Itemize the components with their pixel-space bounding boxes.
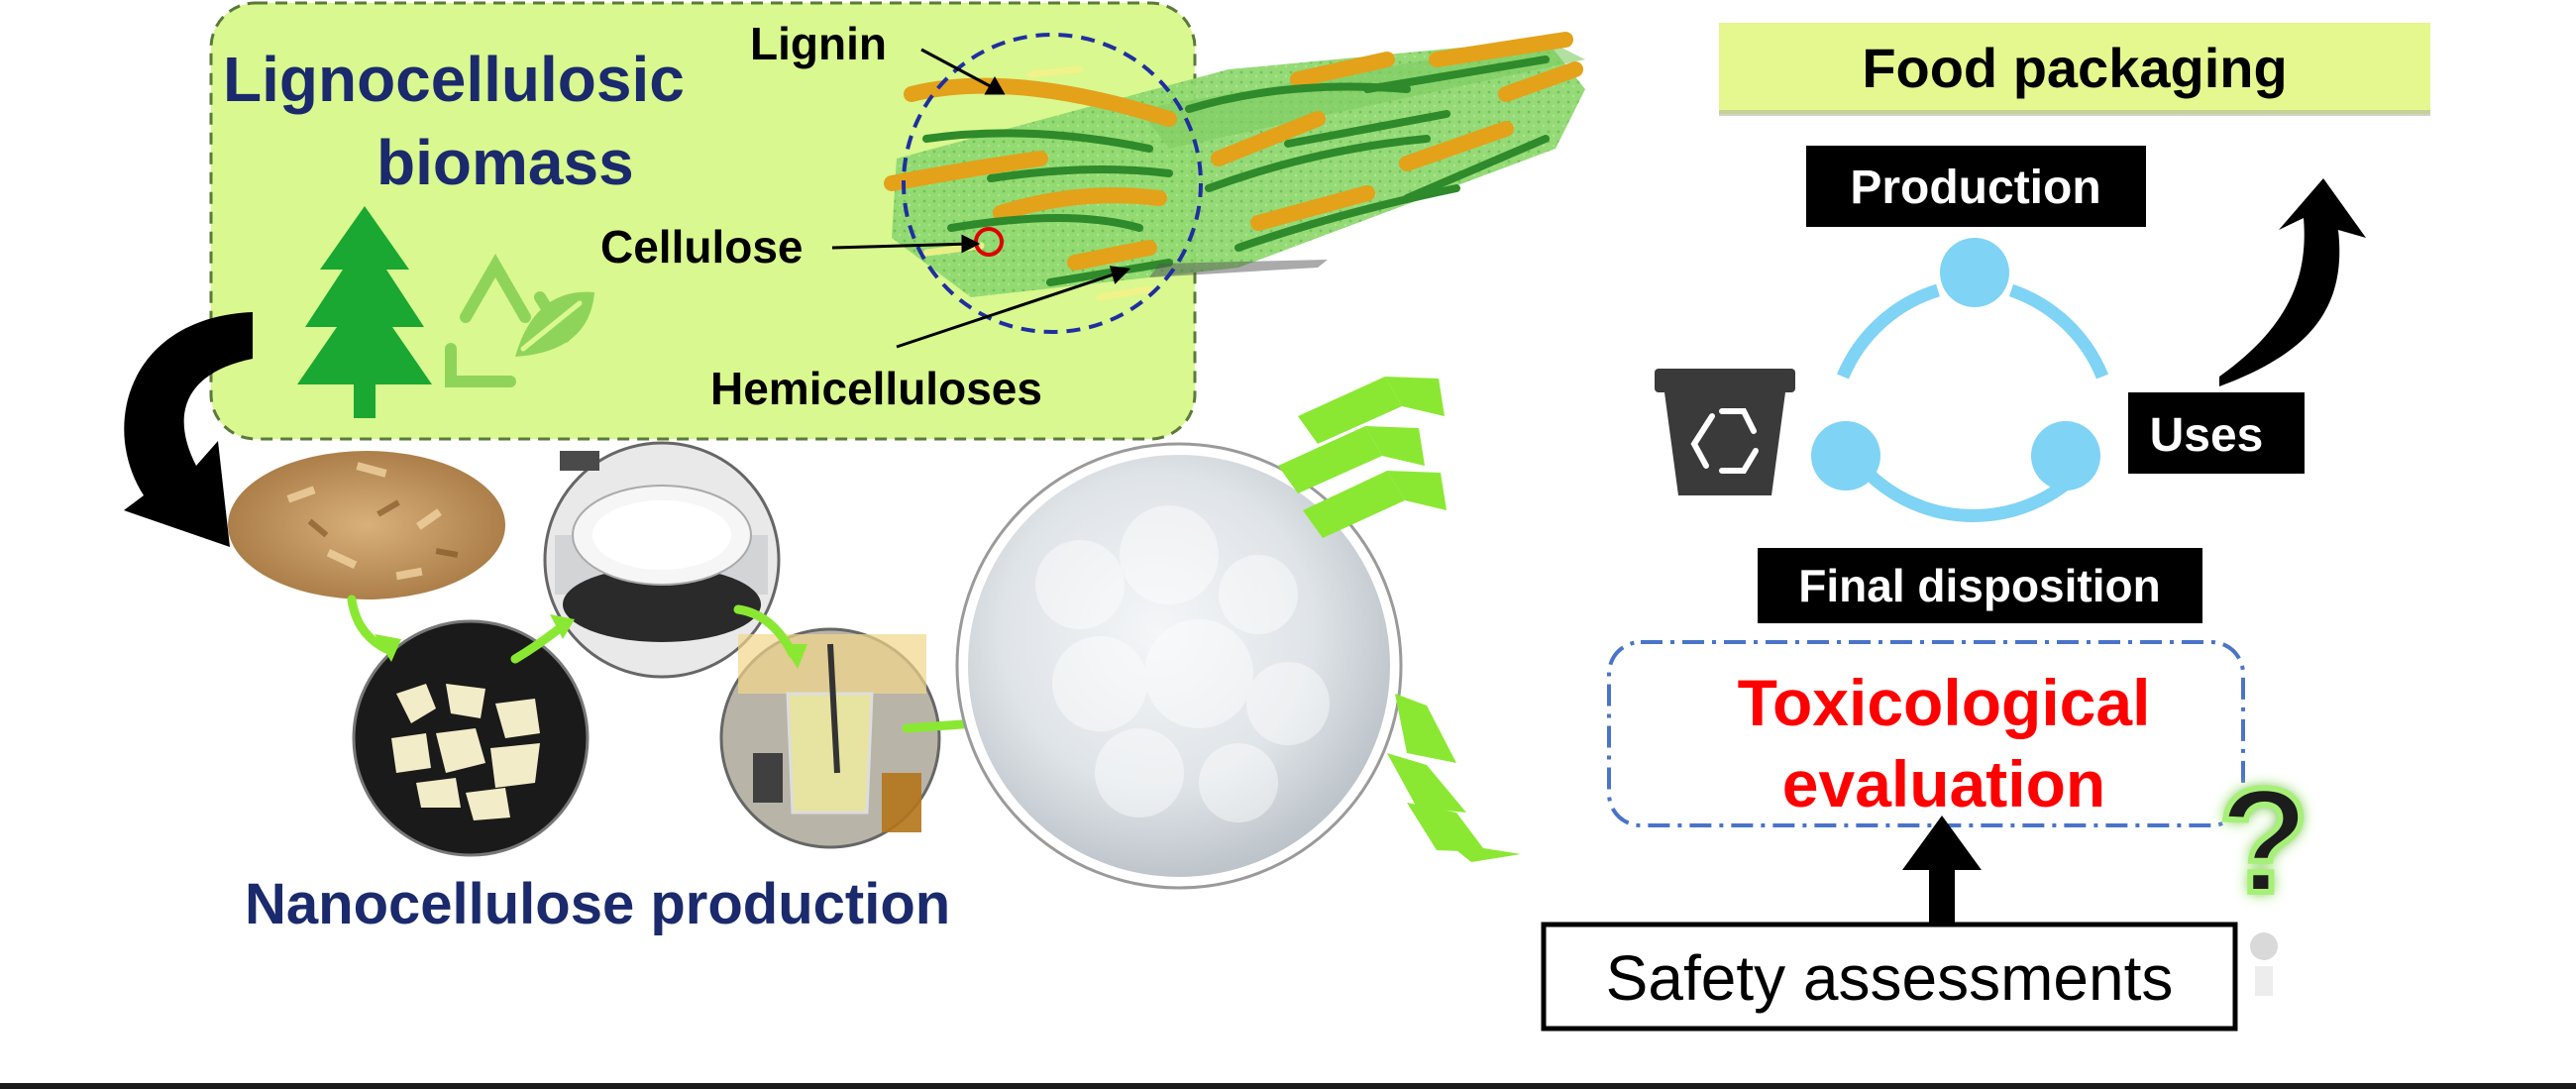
grinder-photo — [543, 441, 781, 679]
toxicological-line2: evaluation — [1782, 747, 2105, 820]
safety-assessments-label: Safety assessments — [1606, 942, 2174, 1014]
question-mark-glyph: ? — [2218, 757, 2309, 924]
safety-assessments-box — [1541, 922, 2238, 1032]
zoom-circle — [902, 33, 1203, 334]
production-tag — [1806, 146, 2146, 227]
food-packaging-banner — [1719, 23, 2430, 114]
biomass-title-line2: biomass — [376, 127, 634, 198]
production-label: Production — [1850, 162, 2100, 214]
bottom-rule — [0, 1083, 2576, 1089]
pulp-photo — [352, 619, 590, 857]
uses-label: Uses — [2150, 409, 2264, 462]
recycling-bin-icon — [1655, 369, 1795, 495]
nanocellulose-gel-photo — [955, 442, 1403, 890]
curved-arrow-to-production — [124, 312, 253, 547]
hemicelluloses-label: Hemicelluloses — [710, 363, 1042, 414]
toxicological-line1: Toxicological — [1738, 666, 2151, 739]
lifecycle-nodes — [1811, 238, 2100, 490]
question-mark-icon: ? — [2215, 754, 2312, 996]
chevron-arrows-down — [1387, 694, 1521, 862]
lignin-label: Lignin — [750, 18, 887, 69]
food-packaging-label: Food packaging — [1862, 37, 2287, 99]
toxicological-box — [1607, 640, 2245, 827]
safety-up-arrow — [1902, 816, 1982, 924]
recycle-leaf-icon — [445, 253, 594, 387]
fiber-bundle — [884, 32, 1585, 301]
tree-icon — [297, 206, 432, 418]
lifecycle-cycle-icon — [1836, 283, 2109, 523]
biomass-title-line1: Lignocellulosic — [223, 44, 685, 115]
beaker-photo — [719, 627, 941, 849]
nanocellulose-production-label: Nanocellulose production — [245, 872, 950, 936]
final-disposition-tag — [1758, 548, 2202, 623]
biomass-pointers — [831, 48, 1131, 349]
biomass-photo — [228, 451, 505, 599]
cellulose-label: Cellulose — [600, 221, 804, 272]
chevron-arrows-up — [1278, 377, 1447, 538]
final-disposition-label: Final disposition — [1798, 560, 2160, 611]
uses-arrow — [2219, 178, 2366, 386]
uses-tag — [2128, 392, 2305, 474]
